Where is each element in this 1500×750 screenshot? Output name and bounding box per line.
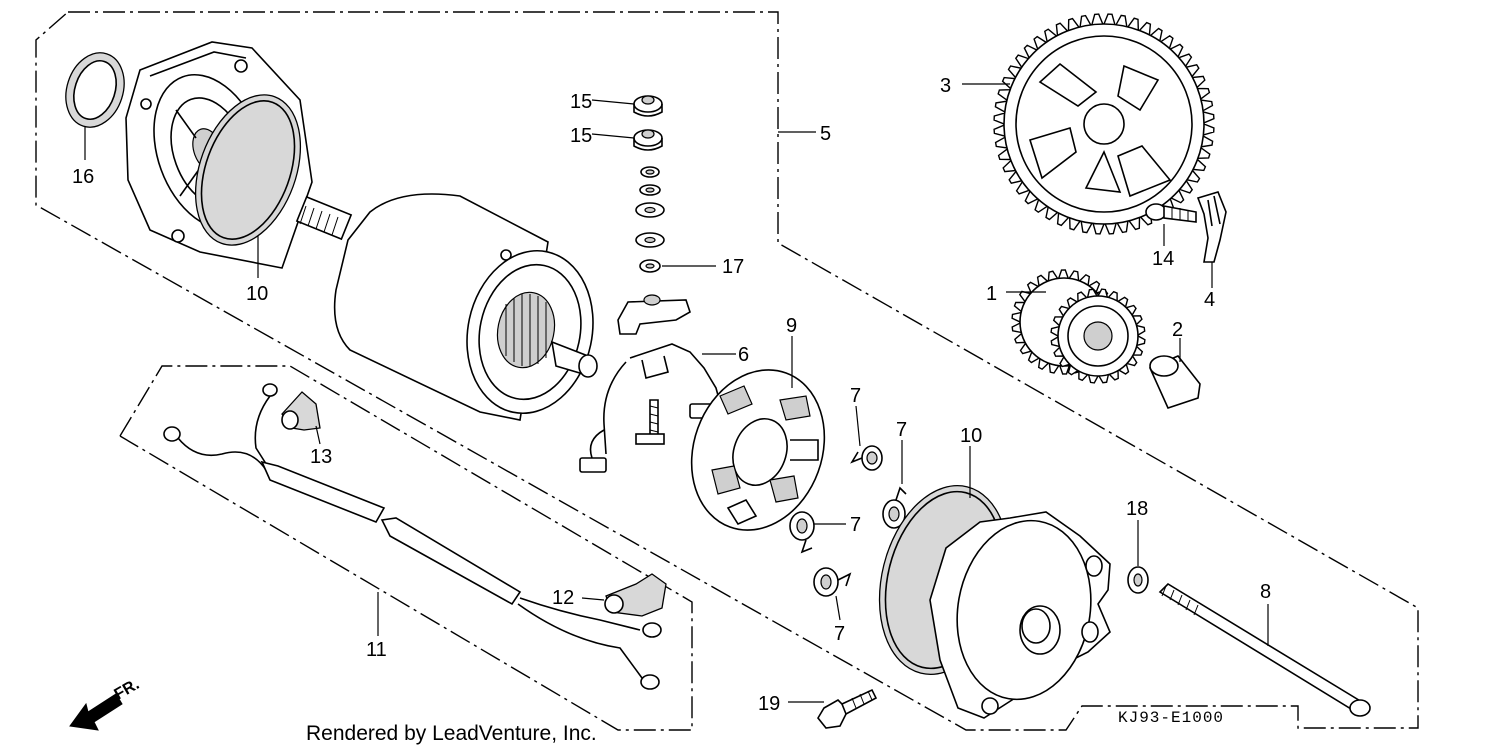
reduction-gear-1[interactable] (1011, 269, 1146, 384)
callout-10b: 10 (960, 425, 982, 447)
washer-18[interactable] (1127, 566, 1149, 594)
callout-10a: 10 (246, 283, 268, 305)
washer-stack[interactable] (635, 166, 665, 248)
callout-9: 9 (786, 315, 797, 337)
callout-6: 6 (738, 344, 749, 366)
callout-12: 12 (552, 587, 574, 609)
bolt-14[interactable] (1145, 203, 1197, 223)
leader-7a (855, 405, 861, 447)
callout-15a: 15 (570, 91, 592, 113)
starter-sprocket-3[interactable] (993, 13, 1215, 235)
washer-17[interactable] (639, 259, 661, 273)
callout-1: 1 (986, 283, 997, 305)
callout-4: 4 (1204, 289, 1215, 311)
wire-harness-11[interactable] (163, 383, 662, 690)
leader-7d (835, 595, 841, 621)
callout-2: 2 (1172, 319, 1183, 341)
callout-7d: 7 (834, 623, 845, 645)
terminal-boot-13[interactable] (281, 391, 321, 431)
callout-19: 19 (758, 693, 780, 715)
callout-15b: 15 (570, 125, 592, 147)
starter-assembly-boundary (35, 11, 1419, 731)
o-ring-10-front[interactable] (176, 80, 320, 259)
callout-5: 5 (820, 123, 831, 145)
diagram-code: KJ93-E1000 (1118, 709, 1224, 727)
callout-3: 3 (940, 75, 951, 97)
callout-14: 14 (1152, 248, 1174, 270)
callout-18: 18 (1126, 498, 1148, 520)
callout-13: 13 (310, 446, 332, 468)
terminal-cover-12[interactable] (604, 573, 667, 617)
spring-7a[interactable] (850, 445, 883, 471)
leader-15b (591, 133, 635, 139)
callout-11: 11 (366, 639, 387, 661)
motor-case-armature[interactable] (295, 193, 608, 425)
bracket-4[interactable] (1196, 191, 1227, 263)
leader-12 (581, 597, 605, 601)
nut-15-lower[interactable] (633, 129, 663, 151)
through-bolt-8[interactable] (1158, 582, 1371, 717)
nut-15-upper[interactable] (633, 95, 663, 117)
leader-15a (591, 99, 635, 105)
gear-shaft-2[interactable] (1148, 355, 1201, 409)
callout-16: 16 (72, 166, 94, 188)
render-credit: Rendered by LeadVenture, Inc. (306, 722, 597, 745)
brush-plate-9[interactable] (670, 351, 846, 549)
front-direction-arrow: FR. (69, 676, 142, 731)
rear-cover-housing[interactable] (929, 510, 1111, 719)
callout-7a: 7 (850, 385, 861, 407)
spring-7b[interactable] (882, 486, 907, 529)
spring-7c[interactable] (789, 511, 815, 554)
callout-7b: 7 (896, 419, 907, 441)
o-ring-16[interactable] (57, 45, 134, 135)
harness-group-boundary (119, 365, 693, 731)
callout-8: 8 (1260, 581, 1271, 603)
bolt-19[interactable] (817, 688, 878, 729)
callout-7c: 7 (850, 514, 861, 536)
callout-17: 17 (722, 256, 744, 278)
terminal-insulator[interactable] (617, 294, 691, 335)
leader-13 (315, 425, 321, 445)
spring-7d[interactable] (813, 567, 852, 597)
